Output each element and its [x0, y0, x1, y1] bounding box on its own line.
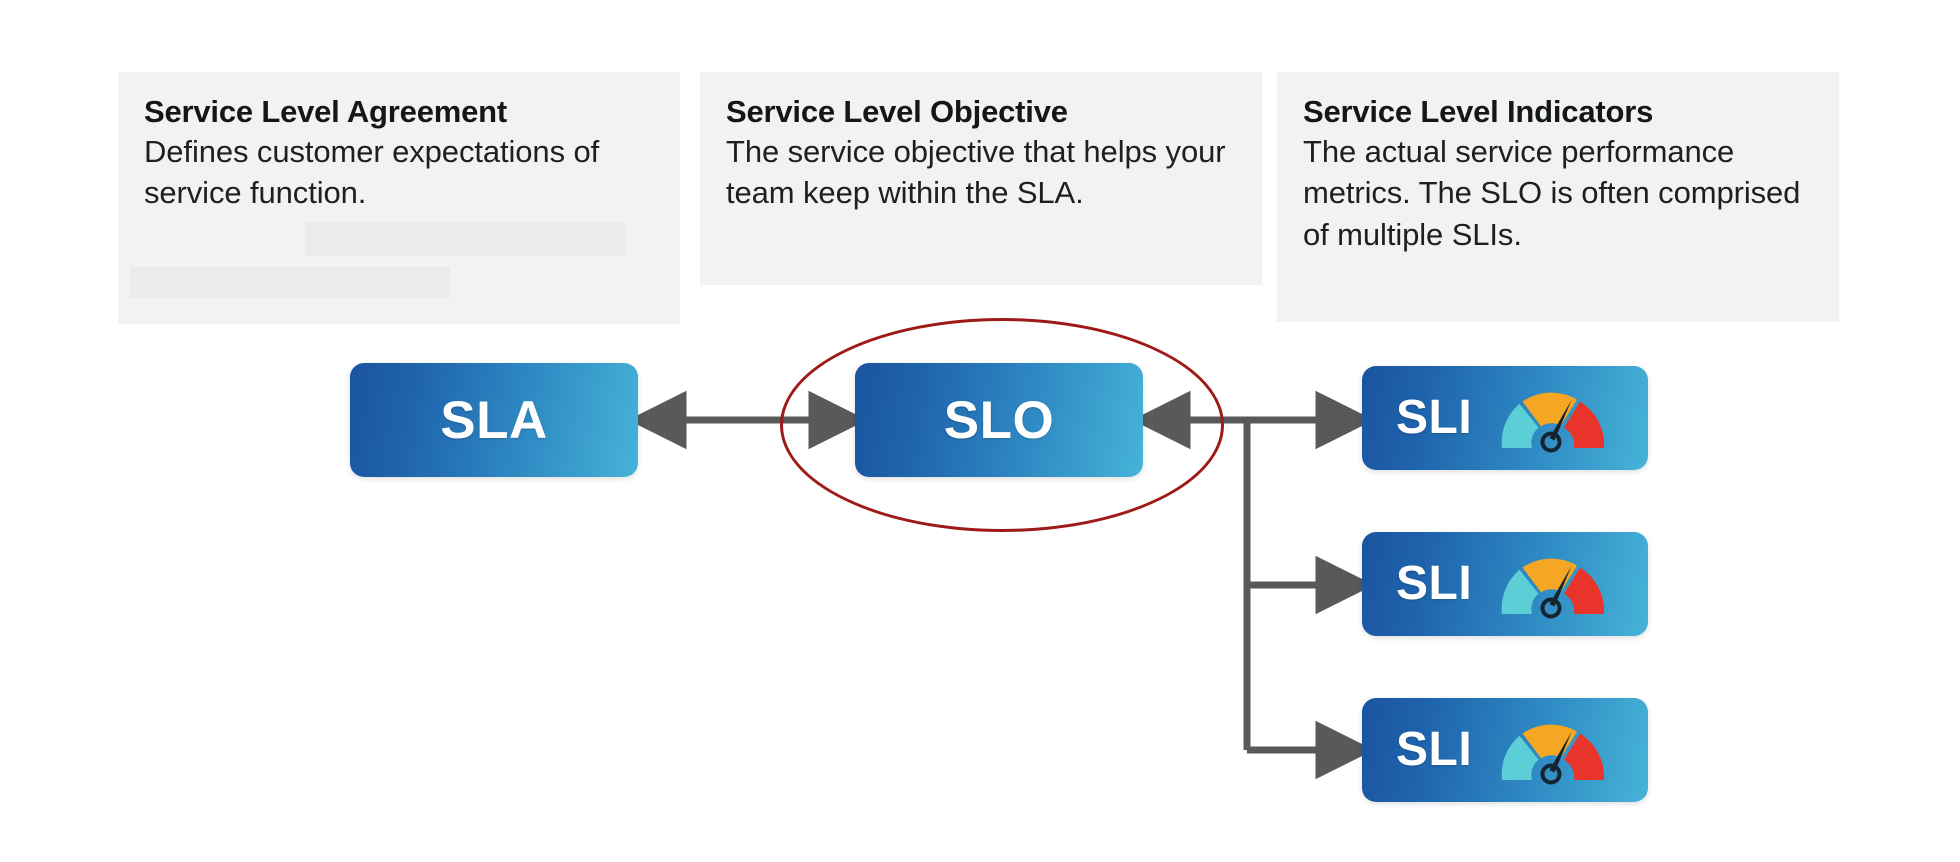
skeleton-block-1 [305, 222, 625, 256]
card-title-slo: Service Level Objective [726, 94, 1068, 129]
card-title-sla: Service Level Agreement [144, 94, 507, 129]
gauge-icon [1501, 724, 1605, 785]
node-sli-3[interactable]: SLI [1362, 698, 1648, 802]
card-body-sli: The actual service performance metrics. … [1303, 133, 1801, 253]
card-service-level-indicators: Service Level Indicators The actual serv… [1277, 72, 1839, 322]
node-sli-1[interactable]: SLI [1362, 366, 1648, 470]
card-body-sla: Defines customer expectations of service… [144, 133, 600, 211]
node-sla-label: SLA [440, 390, 548, 450]
node-sli-2[interactable]: SLI [1362, 532, 1648, 636]
node-sli-3-label: SLI [1396, 723, 1473, 776]
card-title-sli: Service Level Indicators [1303, 94, 1654, 129]
node-sli-2-label: SLI [1396, 557, 1473, 610]
gauge-icon [1501, 558, 1605, 619]
card-body-slo: The service objective that helps your te… [726, 133, 1226, 211]
gauge-icon [1501, 392, 1605, 453]
node-sli-1-label: SLI [1396, 391, 1473, 444]
node-slo[interactable]: SLO [855, 363, 1143, 477]
node-slo-label: SLO [943, 390, 1055, 450]
card-service-level-agreement: Service Level Agreement Defines customer… [118, 72, 680, 324]
node-sla[interactable]: SLA [350, 363, 638, 477]
skeleton-block-2 [130, 267, 450, 298]
card-service-level-objective: Service Level Objective The service obje… [700, 72, 1262, 285]
